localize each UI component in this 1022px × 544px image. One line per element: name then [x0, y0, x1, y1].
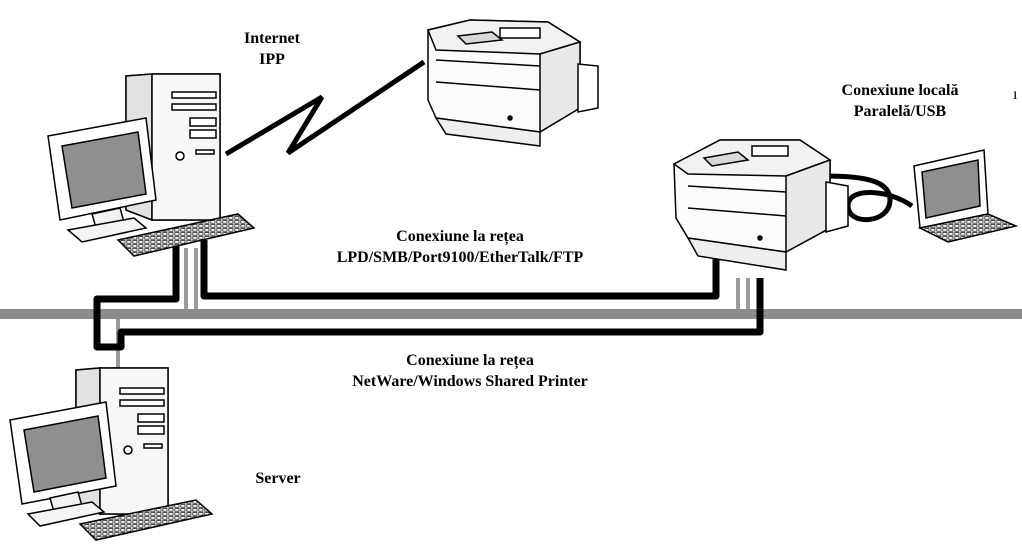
edge-glyph: ı: [1013, 86, 1018, 103]
internet-link: [224, 59, 426, 157]
network-drop-lines: [116, 248, 750, 372]
printer-icon: [426, 19, 599, 147]
internet-label-line1: Internet: [244, 30, 300, 47]
internet-label-line2: IPP: [259, 51, 285, 68]
local-connection-line1: Conexiune locală: [841, 82, 959, 99]
network-backbone: [0, 309, 1022, 319]
network-printer-icon: [672, 139, 849, 271]
local-connection-line2: Paralelă/USB: [853, 103, 947, 120]
server-label-text: Server: [255, 470, 301, 487]
internet-label: Internet IPP: [222, 28, 322, 70]
laptop-icon: [913, 149, 1019, 243]
server-label: Server: [238, 468, 318, 489]
network-lpd-line2: LPD/SMB/Port9100/EtherTalk/FTP: [336, 249, 584, 266]
lpd-network-cable: [200, 240, 720, 300]
local-usb-cable: [825, 173, 914, 222]
network-netware-line1: Conexiune la rețea: [406, 352, 534, 369]
local-connection-label: Conexiune locală Paralelă/USB: [820, 80, 980, 122]
client-computer-icon: [47, 73, 256, 257]
network-lpd-line1: Conexiune la rețea: [396, 228, 524, 245]
network-connection-netware-label: Conexiune la rețea NetWare/Windows Share…: [270, 350, 670, 392]
netware-network-cable: [93, 240, 764, 351]
network-connection-lpd-label: Conexiune la rețea LPD/SMB/Port9100/Ethe…: [250, 226, 670, 268]
network-netware-line2: NetWare/Windows Shared Printer: [352, 373, 588, 390]
server-computer-icon: [9, 367, 214, 541]
